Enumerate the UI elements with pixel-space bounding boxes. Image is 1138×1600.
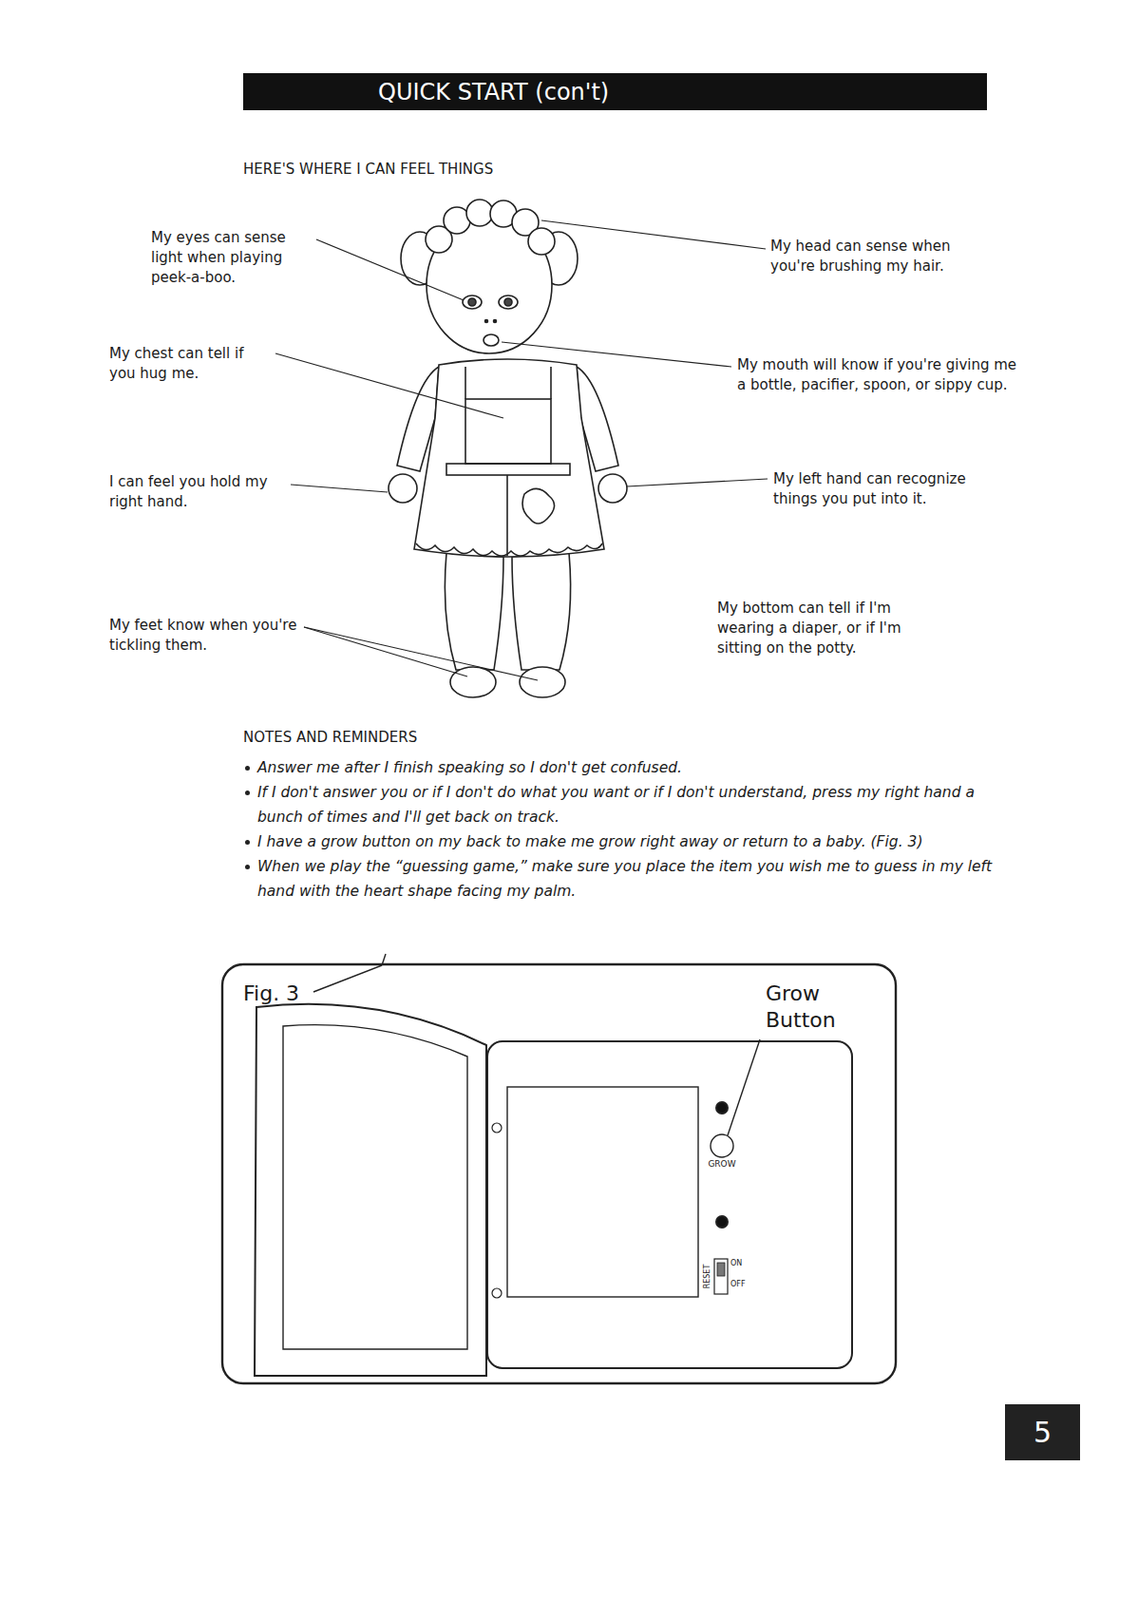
hair-curl [528,227,555,255]
section-heading: NOTES AND REMINDERS [243,727,529,748]
header-band: QUICK START (con't) [243,73,987,111]
bullet-dot [245,839,250,845]
dress-strap [464,366,467,399]
doll-mouth [483,334,499,346]
battery-door-panel [283,1024,468,1349]
leader-line [290,484,388,493]
callout-text: My bottom can tell if I'm wearing a diap… [717,598,950,659]
doll-hand [598,474,627,503]
back-housing [487,1041,853,1368]
bullet-dot [245,864,250,870]
switch-knob [717,1262,725,1276]
leader-line [501,341,732,367]
hair-curl [466,199,494,227]
leader-lines [275,220,768,681]
dress-waistband [446,463,570,475]
leader-line [303,626,538,681]
callout-text: My chest can tell if you hug me. [109,343,273,384]
page-number-box: 5 [1005,1403,1081,1461]
leader-line [541,220,766,249]
note-text: Answer me after I finish speaking so I d… [257,755,1006,780]
indicator-dot [716,1101,728,1114]
screw [492,1122,502,1133]
notes-list: Answer me after I finish speaking so I d… [245,755,1006,904]
indicator-dot [716,1215,728,1228]
pupil [504,298,513,306]
leader-line [316,239,464,301]
doll-hand [388,474,418,503]
figure-frame [222,964,896,1384]
doll-dress [414,359,605,557]
leader-line [727,1039,760,1136]
battery-door [254,1004,487,1376]
callout-text: My mouth will know if you're giving me a… [737,355,1023,396]
pupil [468,298,476,306]
leader-line [381,953,386,966]
leader-line [303,626,468,677]
leader-line [275,353,504,418]
note-item: Answer me after I finish speaking so I d… [245,755,1006,780]
leader-line [626,478,768,487]
callout-text: My feet know when you're tickling them. [109,615,302,656]
bullet-dot [245,765,250,771]
switch-label: ON [730,1257,754,1269]
note-item: When we play the “guessing game,” make s… [245,853,1006,904]
note-text: I have a grow button on my back to make … [257,829,1006,854]
bullet-dot [245,790,250,796]
doll-foot [519,666,566,698]
doll-foot [450,666,496,698]
doll-leg [444,552,504,670]
leader-line [313,965,382,992]
node-text: 5 [1033,1415,1052,1449]
dress-bib [465,398,551,464]
doll-eye [498,295,518,309]
part-label: GROW [702,1157,741,1171]
nose-dot [485,320,489,323]
nose-dot [493,320,497,323]
node-text: QUICK START (con't) [378,78,609,106]
callout-text: My head can sense when you're brushing m… [770,236,999,277]
doll-eye [462,295,482,309]
note-text: If I don't answer you or if I don't do w… [257,779,1006,830]
callout-text: My eyes can sense light when playing pee… [151,227,315,288]
power-switch [714,1258,728,1294]
figure-3 [222,953,896,1384]
part-label: Grow Button [765,980,852,1034]
doll-figure [388,199,627,698]
switch-label: RESET [701,1261,713,1292]
dress-strap [550,366,552,399]
note-item: If I don't answer you or if I don't do w… [245,779,1006,830]
callout-text: I can feel you hold my right hand. [109,472,288,513]
battery-compartment [507,1086,699,1297]
screw [492,1288,502,1298]
note-text: When we play the “guessing game,” make s… [257,853,1006,904]
dress-applique [522,488,555,524]
figure-label: Fig. 3 [243,978,312,1008]
grow-button [710,1134,734,1157]
note-item: I have a grow button on my back to make … [245,829,1006,854]
section-heading: HERE'S WHERE I CAN FEEL THINGS [243,159,643,180]
callout-text: My left hand can recognize things you pu… [773,469,978,510]
switch-label: OFF [730,1278,754,1290]
doll-leg [512,552,571,670]
dress-seam [506,474,509,556]
dress-ruffle [416,543,603,556]
